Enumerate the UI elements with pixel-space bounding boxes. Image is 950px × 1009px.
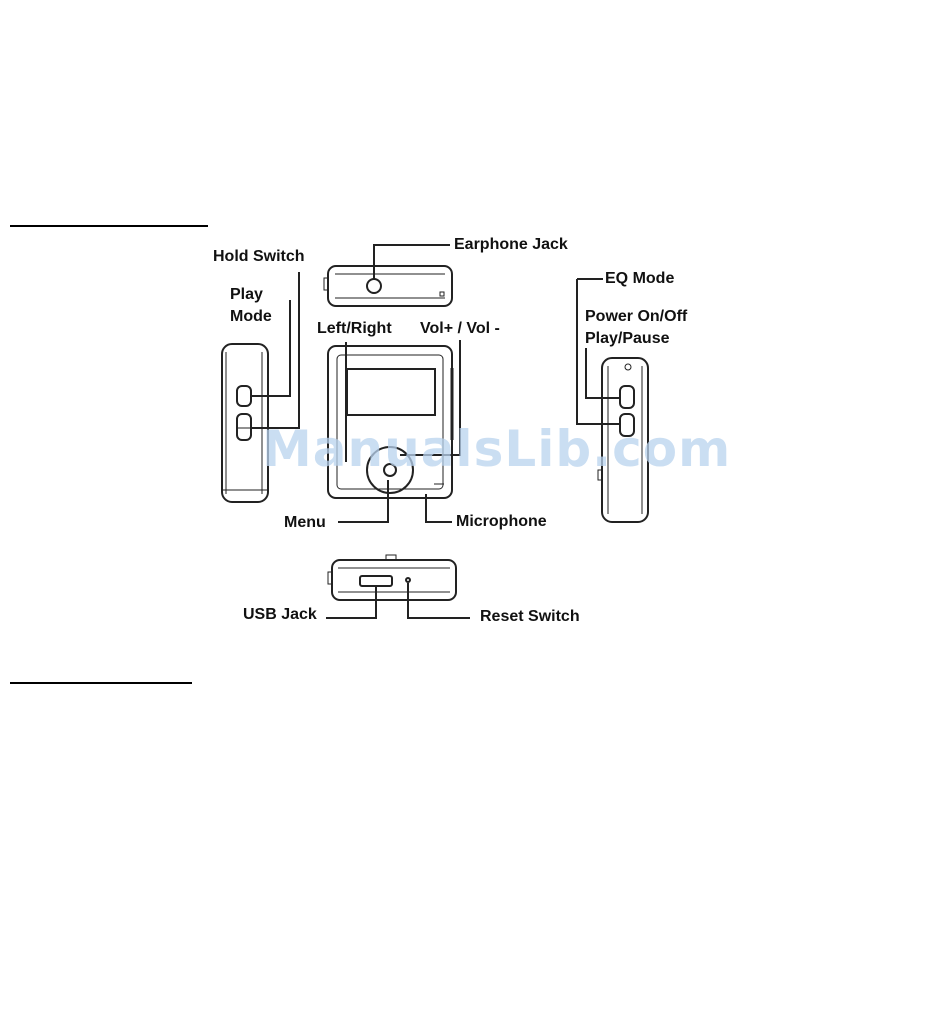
device-top-view xyxy=(324,266,452,306)
label-reset-switch: Reset Switch xyxy=(480,606,580,628)
label-menu: Menu xyxy=(284,512,326,534)
label-usb-jack: USB Jack xyxy=(243,604,317,626)
label-power-on-off: Power On/Off xyxy=(585,306,687,328)
label-left-right: Left/Right xyxy=(317,318,392,340)
label-eq-mode: EQ Mode xyxy=(605,268,674,290)
label-hold-switch: Hold Switch xyxy=(213,246,305,268)
device-bottom-view xyxy=(328,555,456,600)
label-vol: Vol+ / Vol - xyxy=(420,318,500,340)
label-microphone: Microphone xyxy=(456,511,547,533)
label-mode: Mode xyxy=(230,306,272,328)
watermark-text: ManualsLib.com xyxy=(262,420,731,478)
label-play: Play xyxy=(230,284,263,306)
label-play-pause: Play/Pause xyxy=(585,328,670,350)
label-earphone-jack: Earphone Jack xyxy=(454,234,568,256)
